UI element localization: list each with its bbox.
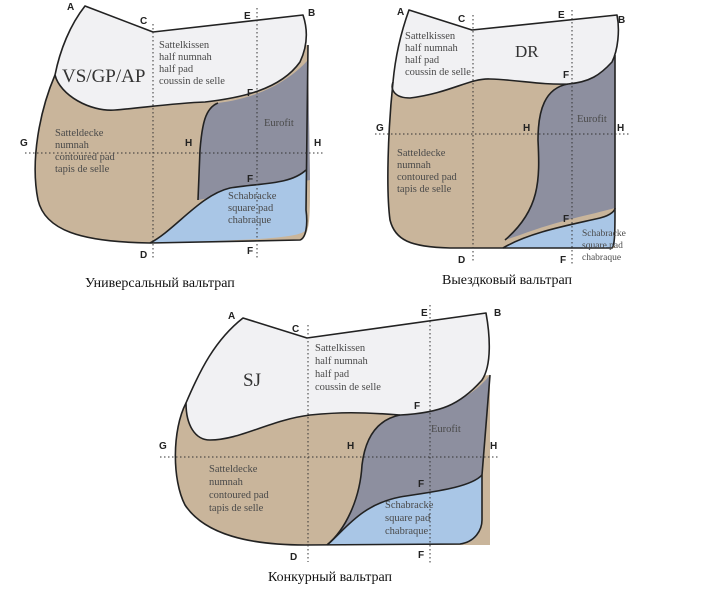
point-h: H <box>347 441 354 452</box>
point-h: H <box>314 138 321 149</box>
point-f: F <box>563 214 569 225</box>
half-pad-label: Sattelkissen half numnah half pad coussi… <box>405 31 471 78</box>
point-f: F <box>247 88 253 99</box>
point-f: F <box>247 174 253 185</box>
point-c: C <box>292 324 299 335</box>
point-e: E <box>244 11 251 22</box>
eurofit-label: Eurofit <box>431 424 461 435</box>
svg-text:chabraque: chabraque <box>385 526 428 537</box>
square-pad-label: Schabracke square pad chabraque <box>228 191 277 226</box>
svg-text:Satteldecke: Satteldecke <box>209 464 258 475</box>
point-f: F <box>247 246 253 257</box>
point-h: H <box>617 123 624 134</box>
eurofit-label: Eurofit <box>264 118 294 129</box>
point-c: C <box>458 14 465 25</box>
contoured-pad-label: Satteldecke numnah contoured pad tapis d… <box>55 128 116 175</box>
svg-text:square pad: square pad <box>582 241 623 251</box>
svg-text:Sattelkissen: Sattelkissen <box>315 343 366 354</box>
svg-text:half pad: half pad <box>405 55 440 66</box>
svg-text:Sattelkissen: Sattelkissen <box>405 31 456 42</box>
point-h: H <box>523 123 530 134</box>
svg-text:half pad: half pad <box>159 64 194 75</box>
svg-text:square pad: square pad <box>385 513 431 524</box>
svg-text:tapis de selle: tapis de selle <box>397 184 452 195</box>
point-d: D <box>140 250 147 261</box>
point-f: F <box>418 479 424 490</box>
pad-type-label: DR <box>515 42 539 61</box>
svg-text:tapis de selle: tapis de selle <box>55 164 110 175</box>
point-b: B <box>308 8 315 19</box>
svg-text:tapis de selle: tapis de selle <box>209 503 264 514</box>
svg-text:half numnah: half numnah <box>159 52 213 63</box>
svg-text:Sattelkissen: Sattelkissen <box>159 40 210 51</box>
pad-caption: Выездковый вальтрап <box>442 273 573 288</box>
pad-type-label: VS/GP/AP <box>62 66 145 87</box>
svg-text:Satteldecke: Satteldecke <box>397 148 446 159</box>
pad-caption: Конкурный вальтрап <box>268 570 393 585</box>
svg-text:Schabracke: Schabracke <box>228 191 277 202</box>
point-a: A <box>397 7 404 18</box>
svg-text:numnah: numnah <box>397 160 432 171</box>
contoured-pad-label: Satteldecke numnah contoured pad tapis d… <box>397 148 458 195</box>
point-g: G <box>159 441 167 452</box>
pad-sj: A C E B F G H H F D F SJ Sattelkissen ha… <box>159 305 501 585</box>
pad-vsgpap: A C E B F G H H F D F VS/GP/AP Sattelkis… <box>20 0 325 291</box>
svg-text:Schabracke: Schabracke <box>582 229 626 239</box>
svg-text:coussin de selle: coussin de selle <box>405 67 471 78</box>
point-e: E <box>558 10 565 21</box>
point-b: B <box>494 308 501 319</box>
point-f: F <box>418 550 424 561</box>
square-pad-label: Schabracke square pad chabraque <box>385 500 434 537</box>
contoured-pad-label: Satteldecke numnah contoured pad tapis d… <box>209 464 270 514</box>
svg-text:coussin de selle: coussin de selle <box>315 382 381 393</box>
pad-caption: Универсальный вальтрап <box>85 276 235 291</box>
point-c: C <box>140 16 147 27</box>
point-e: E <box>421 308 428 319</box>
point-h: H <box>490 441 497 452</box>
pad-dr: A C E B F G H H F D F DR Sattelkissen ha… <box>375 5 630 288</box>
svg-text:numnah: numnah <box>55 140 90 151</box>
half-pad-label: Sattelkissen half numnah half pad coussi… <box>315 343 381 393</box>
point-f: F <box>414 401 420 412</box>
point-g: G <box>20 138 28 149</box>
eurofit-label: Eurofit <box>577 114 607 125</box>
svg-text:coussin de selle: coussin de selle <box>159 76 225 87</box>
svg-text:chabraque: chabraque <box>228 215 271 226</box>
svg-text:chabraque: chabraque <box>582 253 621 263</box>
point-f: F <box>563 70 569 81</box>
svg-text:numnah: numnah <box>209 477 244 488</box>
svg-text:square pad: square pad <box>228 203 274 214</box>
point-a: A <box>67 2 74 13</box>
point-f: F <box>560 255 566 266</box>
svg-text:contoured pad: contoured pad <box>397 172 458 183</box>
point-d: D <box>290 552 297 563</box>
point-g: G <box>376 123 384 134</box>
svg-text:half numnah: half numnah <box>405 43 459 54</box>
half-pad-label: Sattelkissen half numnah half pad coussi… <box>159 40 225 87</box>
point-h: H <box>185 138 192 149</box>
svg-text:half numnah: half numnah <box>315 356 369 367</box>
svg-text:Satteldecke: Satteldecke <box>55 128 104 139</box>
svg-text:contoured pad: contoured pad <box>209 490 270 501</box>
point-b: B <box>618 15 625 26</box>
svg-text:half pad: half pad <box>315 369 350 380</box>
point-a: A <box>228 311 235 322</box>
svg-text:Schabracke: Schabracke <box>385 500 434 511</box>
square-pad-label: Schabracke square pad chabraque <box>582 229 626 263</box>
point-d: D <box>458 255 465 266</box>
svg-text:contoured pad: contoured pad <box>55 152 116 163</box>
pad-type-label: SJ <box>243 370 261 391</box>
